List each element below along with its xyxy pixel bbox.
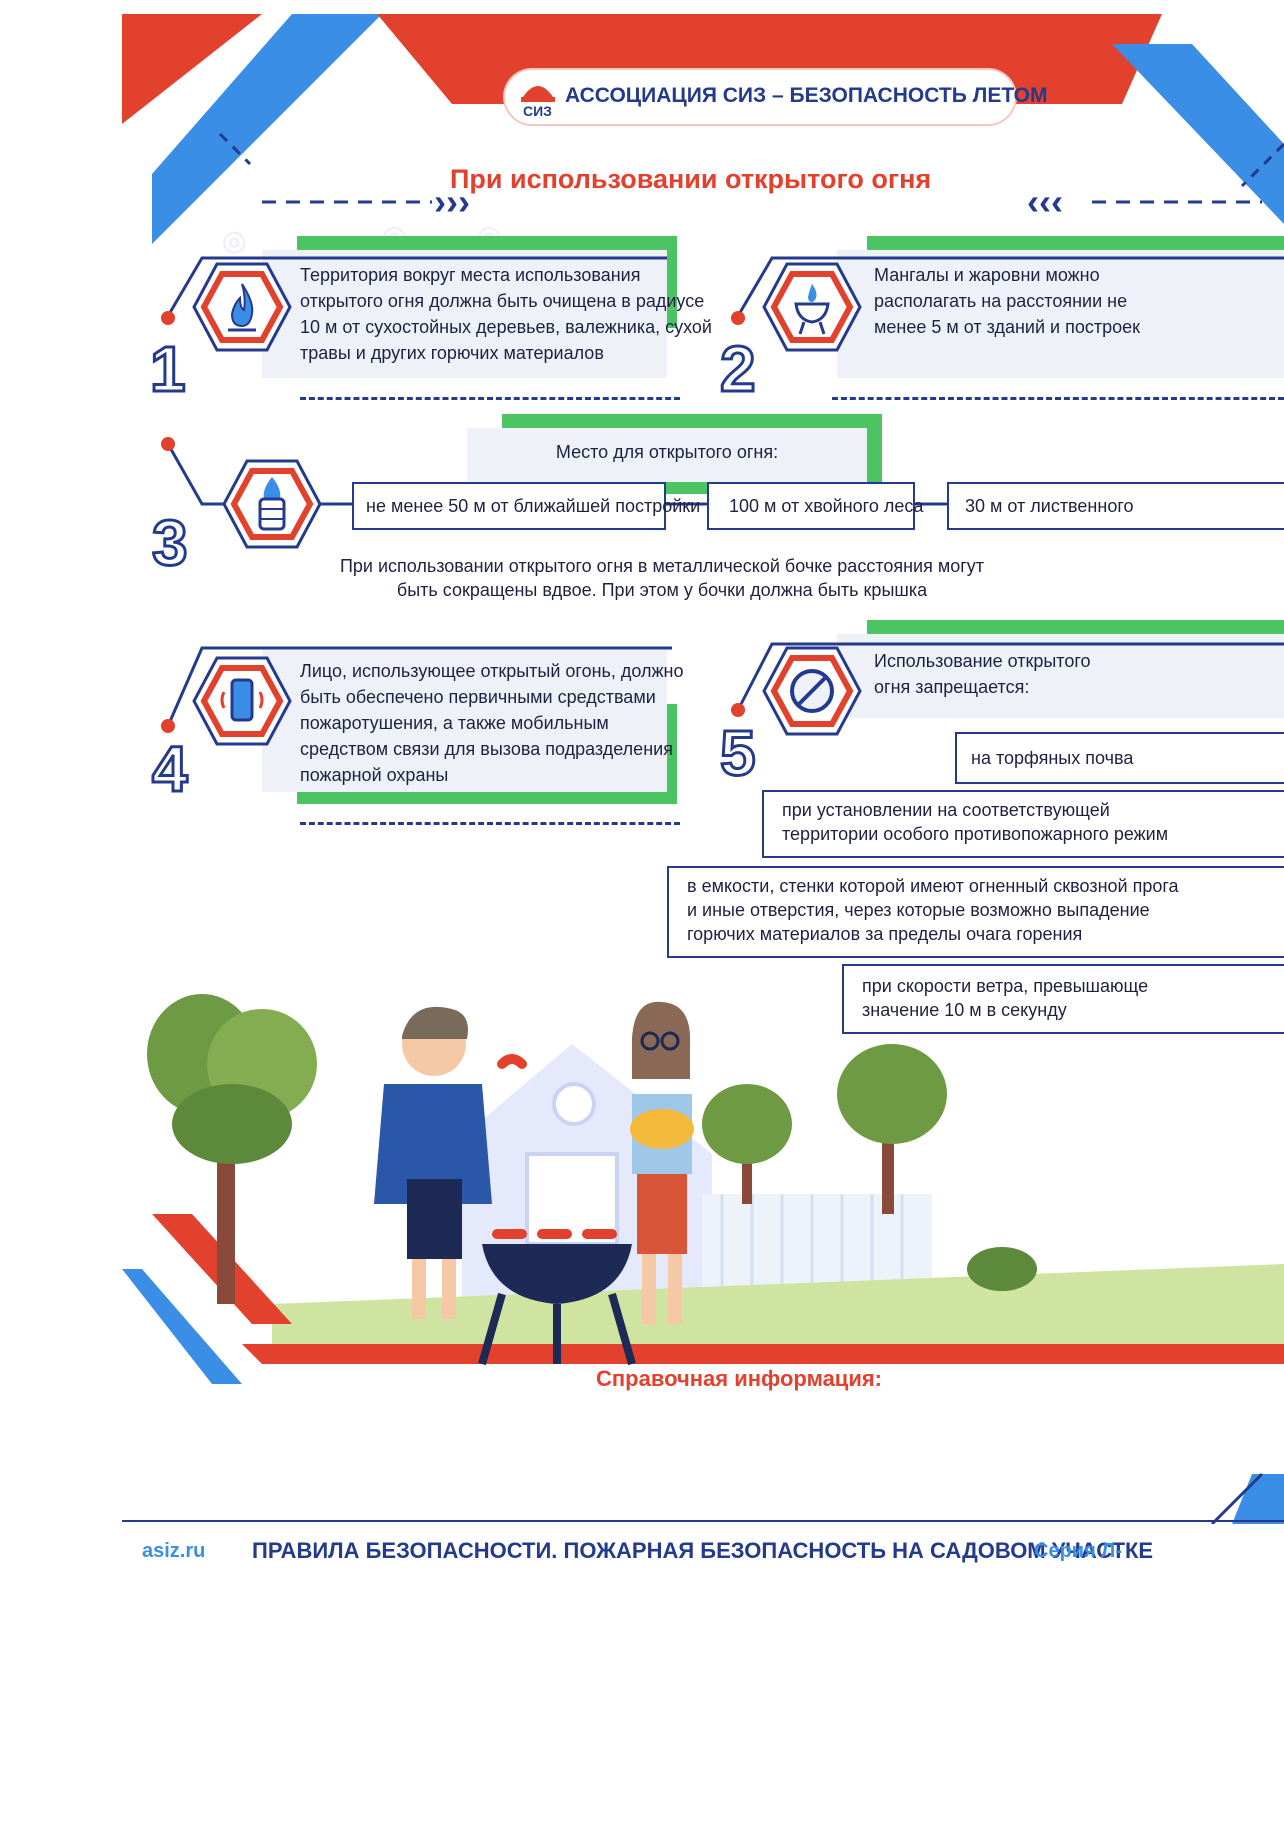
svg-text:‹‹‹: ‹‹‹ xyxy=(1027,181,1063,222)
org-title: АССОЦИАЦИЯ СИЗ – БЕЗОПАСНОСТЬ ЛЕТОМ xyxy=(565,84,1048,107)
footer-series: Серия Л- xyxy=(1034,1540,1122,1562)
rule-4-card: Лицо, использующее открытый огонь, должн… xyxy=(262,650,684,792)
rule-1-card: Территория вокруг места использования от… xyxy=(262,250,712,378)
svg-text:›››: ››› xyxy=(434,181,470,222)
distance-conifer-forest: 100 м от хвойного леса xyxy=(707,482,923,530)
phone-icon xyxy=(192,656,292,746)
reference-label: Справочная информация: xyxy=(590,1366,889,1392)
logo-icon: СИЗ xyxy=(517,75,559,119)
prohibition-burnt-container: в емкости, стенки которой имеют огненный… xyxy=(667,866,1284,958)
rule-5-connector xyxy=(731,642,1284,717)
prohibition-special-regime: при установлении на соответствующей терр… xyxy=(762,790,1284,858)
rule-3-note: При использовании открытого огня в метал… xyxy=(339,556,985,600)
rule-5-card: Использование открытого огня запрещается… xyxy=(837,634,1284,718)
barbecue-illustration xyxy=(122,994,1284,1384)
rule-2-connector xyxy=(731,256,1284,325)
barrel-fire-icon xyxy=(222,459,322,549)
footer-title: ПРАВИЛА БЕЗОПАСНОСТИ. ПОЖАРНАЯ БЕЗОПАСНО… xyxy=(252,1538,1154,1563)
rule-4-connector xyxy=(161,646,672,733)
prohibition-wind-speed: при скорости ветра, превышающе значение … xyxy=(842,964,1284,1034)
rule-5-number: 5 xyxy=(719,716,758,791)
prohibition-peat-soil: на торфяных почва xyxy=(955,732,1284,784)
rule-2-card: Мангалы и жаровни можно располагать на р… xyxy=(837,250,1284,378)
header-pill: СИЗ АССОЦИАЦИЯ СИЗ – БЕЗОПАСНОСТЬ ЛЕТОМ xyxy=(505,70,1048,124)
poster: ››› ‹‹‹ СИЗ АССОЦИАЦИЯ СИЗ – БЕЗОПАСНОСТ… xyxy=(122,14,1284,1824)
section-title: При использовании открытого огня xyxy=(450,164,932,194)
distance-building: не менее 50 м от ближайшей постройки xyxy=(352,482,700,530)
prohibited-icon xyxy=(762,646,862,736)
distance-deciduous-forest: 30 м от лиственного xyxy=(947,482,1284,530)
rule-3-number: 3 xyxy=(151,506,190,581)
watermark: ◎ xyxy=(222,225,247,256)
grill-icon xyxy=(762,262,862,352)
rule-3-title-box: Место для открытого огня: xyxy=(467,428,867,482)
svg-text:СИЗ: СИЗ xyxy=(523,103,552,117)
footer-site-link[interactable]: asiz.ru xyxy=(142,1540,206,1562)
fire-icon xyxy=(192,262,292,352)
rule-1-connector xyxy=(161,256,667,325)
rule-1-number: 1 xyxy=(149,332,188,407)
rule-4-number: 4 xyxy=(151,732,190,807)
rule-2-number: 2 xyxy=(719,332,758,407)
footer-decoration xyxy=(1210,1472,1284,1524)
footer-divider xyxy=(122,1520,1284,1522)
